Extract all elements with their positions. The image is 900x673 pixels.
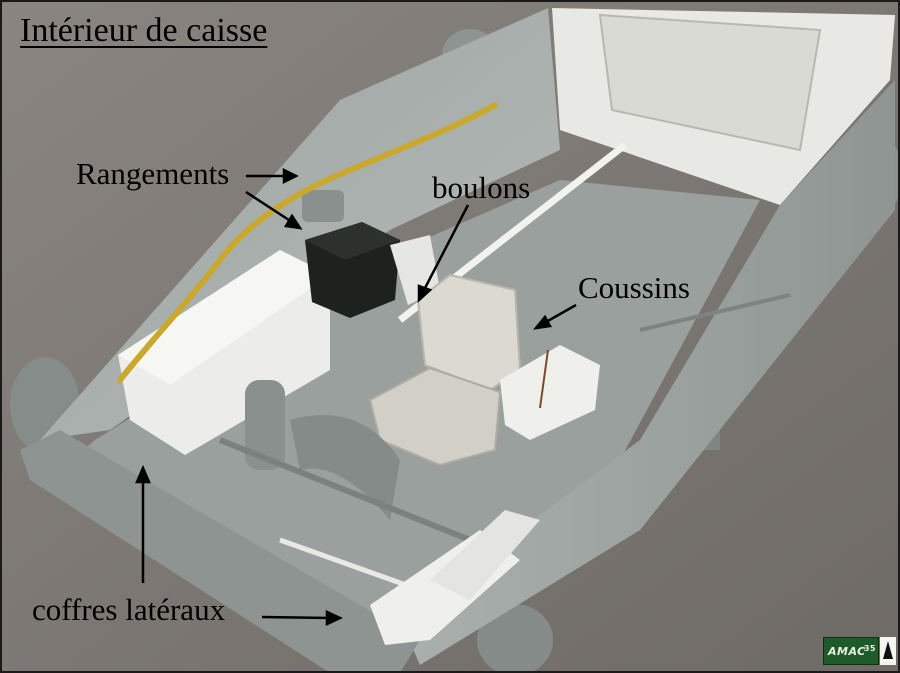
arrow-boulons-head	[417, 284, 433, 303]
logo-emblem-icon	[883, 641, 893, 659]
right-hull-wall	[400, 80, 895, 665]
logo-emblem	[880, 637, 896, 665]
label-coffres-lateraux: coffres latéraux	[32, 592, 226, 627]
right-white-box	[500, 345, 600, 440]
label-coussins: Coussins	[578, 270, 690, 305]
arrow-boulons	[422, 204, 470, 291]
arrow-rangements-2-head	[283, 213, 303, 230]
seat-support-block	[390, 235, 440, 305]
arrow-coussins-head	[533, 314, 552, 330]
front-lip	[20, 430, 420, 673]
annotation-arrows	[135, 167, 577, 626]
arrow-coffres-2	[261, 615, 331, 620]
wall-bracket	[302, 190, 344, 222]
box-mark	[539, 349, 549, 409]
storage-box-lid	[118, 250, 330, 385]
side-white-panel	[430, 510, 540, 600]
arrow-rangements-2	[245, 190, 293, 224]
page-title: Intérieur de caisse	[20, 12, 268, 49]
front-hub	[477, 604, 553, 673]
logo-text: AMAC	[828, 645, 866, 658]
arrow-coffres-2-head	[325, 610, 343, 626]
amac-logo: AMAC 35	[823, 637, 879, 665]
arrow-rangements-1-head	[282, 167, 299, 185]
label-rangements: Rangements	[76, 156, 230, 191]
storage-box-black-top	[305, 222, 400, 260]
rear-hatch	[598, 13, 822, 152]
logo-number: 35	[863, 644, 876, 653]
floor-rod	[279, 537, 421, 593]
control-cylinder	[245, 380, 285, 470]
control-rod	[218, 437, 472, 543]
yellow-rope	[117, 102, 498, 383]
wall-rail	[639, 293, 791, 332]
arrow-coffres-1-head	[135, 464, 151, 484]
label-boulons: boulons	[432, 170, 531, 205]
arrow-coussins	[545, 303, 577, 324]
control-linkage	[290, 415, 400, 520]
